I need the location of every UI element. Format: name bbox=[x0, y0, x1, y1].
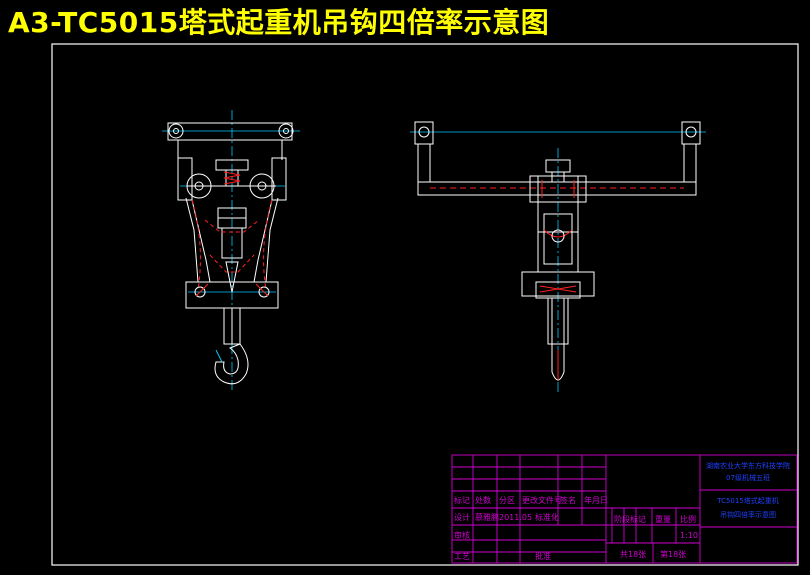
hook-side-view bbox=[410, 121, 706, 392]
tb-drawing-name-2: 吊钩四倍率示意图 bbox=[720, 510, 776, 519]
rope-left bbox=[191, 199, 201, 291]
tb-review-label: 审核 bbox=[454, 530, 470, 540]
side-crossbar bbox=[417, 181, 697, 196]
body-right-edge bbox=[265, 197, 279, 283]
tb-header-count: 处数 bbox=[475, 495, 491, 505]
side-upper-housing bbox=[545, 159, 571, 173]
tb-drawing-name-1: TC5015塔式起重机 bbox=[716, 496, 779, 505]
top-right-pin bbox=[278, 123, 294, 139]
right-side-plate bbox=[271, 157, 287, 201]
hook-front-view bbox=[162, 110, 300, 390]
tb-header-change-doc: 更改文件号 bbox=[522, 495, 562, 505]
spring-coil bbox=[223, 171, 241, 185]
right-lug bbox=[681, 121, 701, 145]
tb-weight: 重量 bbox=[655, 514, 671, 524]
tb-design-label: 设计 bbox=[454, 512, 470, 522]
top-crossbeam bbox=[167, 122, 293, 141]
hook bbox=[214, 343, 249, 385]
tb-header-zone: 分区 bbox=[499, 496, 515, 505]
lower-wedge bbox=[225, 261, 239, 293]
side-shank bbox=[547, 297, 569, 345]
tb-designer: 慕雅鹏 bbox=[475, 512, 499, 522]
tb-stage-mark: 阶段标记 bbox=[614, 514, 646, 524]
drawing-frame bbox=[51, 43, 799, 566]
tb-sheet-no: 第18张 bbox=[660, 549, 686, 559]
tb-scale-value: 1:10 bbox=[680, 531, 698, 540]
tb-header-date: 年月日 bbox=[584, 495, 608, 505]
title-block bbox=[451, 454, 798, 564]
tb-school: 湖南农业大学东方科技学院 bbox=[706, 461, 790, 470]
body-left-edge bbox=[185, 197, 199, 283]
drawing-title: A3-TC5015塔式起重机吊钩四倍率示意图 bbox=[8, 6, 550, 39]
tb-header-sign: 签名 bbox=[560, 495, 576, 505]
top-left-pin bbox=[168, 123, 184, 139]
rope-right bbox=[263, 199, 273, 291]
tb-header-mark: 标记 bbox=[454, 495, 470, 505]
tb-sheets-total: 共18张 bbox=[620, 550, 646, 559]
tb-approve-label: 批准 bbox=[535, 551, 551, 561]
left-side-plate bbox=[177, 157, 193, 201]
side-lower-block bbox=[521, 271, 595, 297]
tb-design-date: 2011.05 bbox=[499, 513, 532, 522]
upper-block bbox=[215, 159, 249, 171]
tb-drawing-no: 07级机械五班 bbox=[726, 473, 770, 482]
tb-scale-label: 比例 bbox=[680, 514, 696, 524]
title-block-border bbox=[451, 454, 798, 564]
left-lug bbox=[414, 121, 434, 145]
tb-standardization: 标准化 bbox=[535, 512, 559, 522]
tb-process-label: 工艺 bbox=[454, 552, 470, 561]
